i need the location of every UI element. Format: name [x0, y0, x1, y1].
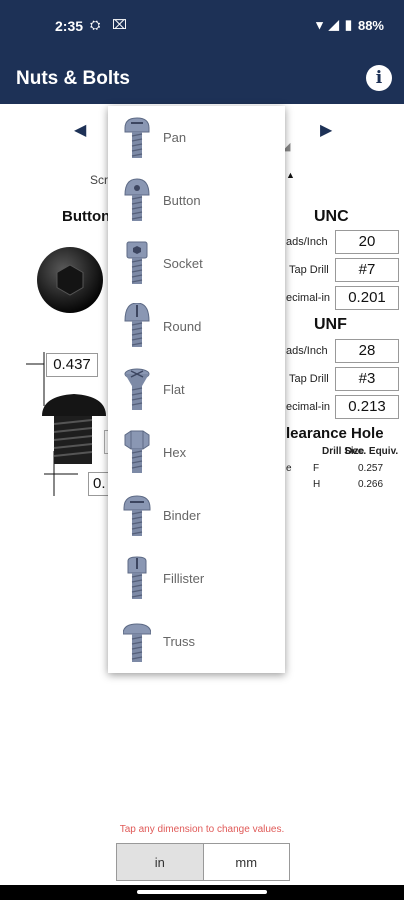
status-bar: 2:35 ⛭ ⌧ ▾ ◢ ▮ 88%: [0, 0, 404, 52]
binder-head-screw-icon: [123, 495, 151, 536]
unc-tap-label: Tap Drill: [289, 264, 329, 276]
status-right: ▾ ◢ ▮ 88%: [316, 17, 384, 33]
dropdown-item-pan[interactable]: Pan: [108, 106, 285, 168]
unf-decimal-value[interactable]: 0.213: [335, 395, 399, 419]
unf-tap-value[interactable]: #3: [335, 367, 399, 391]
col-dec-equiv: Dec. Equiv.: [345, 446, 399, 457]
hint-text: Tap any dimension to change values.: [119, 824, 285, 835]
unf-title: UNF: [314, 316, 347, 333]
unc-title: UNC: [314, 208, 349, 225]
wifi-icon: ▾: [316, 17, 323, 32]
socket-head-screw-icon: [126, 241, 148, 284]
dropdown-item-flat[interactable]: Flat: [108, 358, 285, 420]
truss-head-screw-icon: [123, 623, 151, 662]
battery-icon: ▮: [344, 17, 352, 32]
battery-percent: 88%: [357, 17, 384, 33]
unc-tap-value[interactable]: #7: [335, 258, 399, 282]
dropdown-item-round[interactable]: Round: [108, 295, 285, 357]
dropdown-item-label: Flat: [163, 381, 185, 397]
navigation-gesture-bar: [0, 885, 404, 900]
spinner-up-icon: ▲: [286, 170, 295, 180]
info-icon[interactable]: i: [366, 65, 392, 91]
clearance-row-dec: 0.257: [358, 463, 384, 474]
unf-tap-label: Tap Drill: [289, 373, 329, 385]
dropdown-item-label: Truss: [163, 633, 196, 649]
dropdown-item-hex[interactable]: Hex: [108, 421, 285, 483]
prev-arrow-icon[interactable]: ◀: [74, 122, 87, 139]
unit-mm-button[interactable]: mm: [202, 844, 290, 880]
unc-decimal-label: ecimal-in: [286, 292, 331, 304]
dropdown-item-button[interactable]: Button: [108, 169, 285, 231]
dropdown-item-truss[interactable]: Truss: [108, 610, 285, 672]
head-diameter-value[interactable]: 0.437: [46, 353, 98, 377]
hex-head-screw-icon: [124, 430, 150, 473]
dropdown-item-binder[interactable]: Binder: [108, 484, 285, 546]
fillister-head-screw-icon: [127, 556, 147, 599]
unc-threads-value[interactable]: 20: [335, 230, 399, 254]
unc-threads-label: ads/Inch: [286, 236, 328, 248]
screw-side-view-image: [42, 394, 106, 464]
clearance-row-dec: 0.266: [358, 479, 384, 490]
next-arrow-icon[interactable]: ▶: [320, 122, 333, 139]
pan-head-screw-icon: [124, 117, 150, 158]
dropdown-item-label: Round: [163, 318, 202, 334]
screw-top-view-image: [37, 247, 103, 313]
app-title: Nuts & Bolts: [16, 68, 130, 89]
dropdown-item-socket[interactable]: Socket: [108, 232, 285, 294]
dropdown-item-label: Binder: [163, 507, 201, 523]
dropdown-item-label: Socket: [163, 255, 203, 271]
clearance-row-size: H: [313, 479, 321, 490]
flat-head-screw-icon: [124, 368, 150, 410]
unit-inch-button[interactable]: in: [117, 844, 203, 880]
button-head-screw-icon: [124, 178, 150, 221]
unf-threads-value[interactable]: 28: [335, 339, 399, 363]
status-time: 2:35: [55, 18, 84, 34]
clearance-title: learance Hole: [286, 425, 384, 442]
gesture-handle[interactable]: [137, 890, 267, 894]
round-head-screw-icon: [124, 303, 150, 347]
dropdown-item-label: Hex: [163, 444, 187, 460]
col-drill-size: Drill Size: [322, 446, 365, 457]
screw-label: Scr: [90, 173, 108, 187]
unf-decimal-label: ecimal-in: [286, 401, 331, 413]
unc-decimal-value[interactable]: 0.201: [335, 286, 399, 310]
notification-icons: ⛭ ⌧: [90, 17, 131, 32]
app-bar: Nuts & Bolts i: [0, 52, 404, 104]
unit-toggle: in mm: [116, 843, 290, 881]
dropdown-item-label: Fillister: [163, 570, 205, 586]
dropdown-item-label: Pan: [163, 129, 187, 145]
head-type-dropdown: Pan Button Socket Round: [108, 106, 285, 673]
spinner-corner-icon: ◢: [282, 141, 291, 153]
head-name: Button: [62, 208, 111, 225]
clearance-row-fit: e: [286, 463, 292, 474]
unf-threads-label: ads/Inch: [286, 345, 328, 357]
clearance-row-size: F: [313, 463, 320, 474]
dropdown-item-label: Button: [163, 192, 201, 208]
signal-icon: ◢: [328, 17, 339, 32]
dropdown-item-fillister[interactable]: Fillister: [108, 547, 285, 609]
